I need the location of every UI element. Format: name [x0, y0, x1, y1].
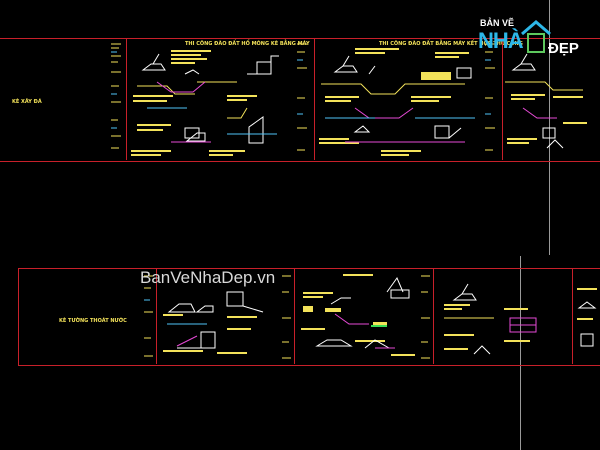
logo-line-1: BẢN VẼ — [480, 18, 515, 28]
sheet-title: THI CÔNG ĐÀO ĐẤT BẰNG MÁY KẾT HỢP THỦ CÔ… — [379, 41, 523, 47]
logo-line-3: ĐẸP — [548, 40, 579, 57]
top-cover-label: KÈ XÂY ĐÁ — [12, 99, 42, 105]
sheet-graphics — [131, 50, 279, 156]
drawing-sheet[interactable]: THI CÔNG ĐÀO ĐẤT BẰNG MÁY KẾT HỢP THỦ CÔ… — [315, 38, 523, 160]
site-logo[interactable]: BẢN VẼ NHÀ ĐẸP — [478, 12, 590, 60]
title-block — [297, 43, 307, 151]
sheet-separator — [433, 268, 434, 364]
sheet-separator — [294, 268, 295, 364]
sheet-separator — [156, 268, 157, 364]
title-block — [282, 275, 291, 359]
sheet-graphics — [319, 48, 475, 156]
sheet-graphics — [505, 53, 587, 149]
drawing-sheet[interactable] — [157, 268, 294, 364]
sheet-separator — [126, 38, 127, 160]
drawing-sheet[interactable] — [434, 268, 572, 364]
sheet-separator — [502, 38, 503, 160]
title-block — [485, 43, 495, 151]
drawing-sheet[interactable] — [295, 268, 433, 364]
bottom-strip-frame — [18, 268, 600, 366]
sheet-graphics — [577, 288, 597, 347]
title-block — [109, 42, 125, 154]
title-block — [144, 275, 153, 357]
house-logo-icon — [521, 20, 551, 53]
sheet-separator — [314, 38, 315, 160]
sheet-graphics — [444, 283, 537, 355]
sheet-graphics — [163, 291, 264, 354]
sheet-separator — [572, 268, 573, 364]
cad-crosshair-vertical-2 — [520, 256, 521, 450]
logo-line-2: NHÀ — [478, 28, 524, 53]
title-block — [421, 275, 430, 359]
watermark-text: BanVeNhaDep.vn — [140, 268, 276, 287]
top-strip-frame — [0, 38, 600, 162]
sheet-graphics — [301, 274, 415, 356]
drawing-sheet[interactable] — [503, 38, 600, 160]
drawing-sheet[interactable]: THI CÔNG ĐÀO ĐẤT HỐ MÓNG KÈ BẰNG MÁY — [127, 38, 314, 160]
sheet-title: THI CÔNG ĐÀO ĐẤT HỐ MÓNG KÈ BẰNG MÁY — [185, 41, 310, 47]
bottom-cover-label: KÈ TƯỜNG THOÁT NƯỚC — [59, 318, 127, 324]
